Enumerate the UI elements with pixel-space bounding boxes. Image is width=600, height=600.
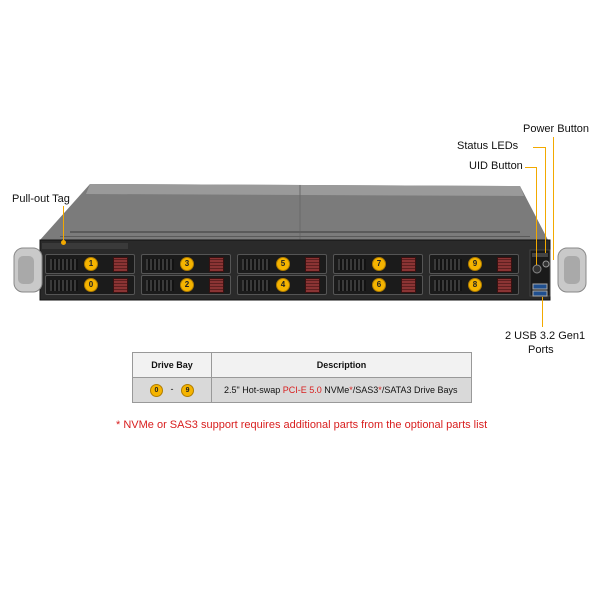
desc-star-2: * xyxy=(378,385,382,395)
bay-number-badge: 8 xyxy=(468,278,482,292)
usb-ports-label-line1: 2 USB 3.2 Gen1 xyxy=(505,330,586,342)
usb-port-1 xyxy=(532,283,548,290)
power-button-leader xyxy=(553,137,554,260)
description-cell: 2.5" Hot-swap PCI-E 5.0 NVMe*/SAS3*/SATA… xyxy=(211,377,472,403)
usb-ports-leader xyxy=(542,297,543,327)
status-leds-leader-h xyxy=(533,147,546,148)
usb-port-2 xyxy=(532,290,548,297)
bay-range-separator: - xyxy=(170,384,174,395)
bay-number-badge: 6 xyxy=(372,278,386,292)
bay-range-start-badge: 0 xyxy=(149,383,163,397)
bay-range-end-badge: 9 xyxy=(181,383,195,397)
header-description: Description xyxy=(211,352,472,378)
drive-bay-2[interactable]: 2 xyxy=(141,275,231,295)
status-leds-label: Status LEDs xyxy=(457,140,519,152)
drive-bay-4[interactable]: 4 xyxy=(237,275,327,295)
bay-number-badge: 5 xyxy=(276,257,290,271)
power-button-label: Power Button xyxy=(523,123,590,135)
drive-bay-9[interactable]: 9 xyxy=(429,254,519,274)
pull-out-tag-dot xyxy=(61,240,66,245)
chassis-top-cover xyxy=(40,184,548,240)
pull-out-tag-label: Pull-out Tag xyxy=(12,193,70,205)
power-button-shape xyxy=(542,260,550,268)
drive-bay-8[interactable]: 8 xyxy=(429,275,519,295)
drive-bay-0[interactable]: 0 xyxy=(45,275,135,295)
bay-range-cell: 0 - 9 xyxy=(132,377,212,403)
uid-button-leader-h xyxy=(525,167,536,168)
bay-number-badge: 2 xyxy=(180,278,194,292)
desc-suffix: /SATA3 Drive Bays xyxy=(381,385,458,395)
desc-sas: /SAS3 xyxy=(352,385,379,395)
drive-bay-7[interactable]: 7 xyxy=(333,254,423,274)
bay-number-badge: 9 xyxy=(468,257,482,271)
drive-bay-6[interactable]: 6 xyxy=(333,275,423,295)
drive-bay-1[interactable]: 1 xyxy=(45,254,135,274)
status-leds-leader-v xyxy=(545,147,546,253)
top-vent-holes xyxy=(60,231,530,237)
support-footnote: * NVMe or SAS3 support requires addition… xyxy=(116,419,488,431)
uid-button-shape xyxy=(532,264,542,274)
desc-pcie: PCI-E 5.0 xyxy=(282,385,322,395)
uid-button-leader-v xyxy=(536,167,537,265)
pull-out-tag-leader xyxy=(63,206,64,242)
bay-number-badge: 1 xyxy=(84,257,98,271)
status-led-strip xyxy=(532,253,548,257)
bay-number-badge: 0 xyxy=(84,278,98,292)
desc-star-1: * xyxy=(349,385,353,395)
drive-bay-spec-table: Drive Bay Description 0 - 9 2.5" Hot-swa… xyxy=(132,352,472,403)
bay-number-badge: 7 xyxy=(372,257,386,271)
drive-bay-3[interactable]: 3 xyxy=(141,254,231,274)
uid-button-label: UID Button xyxy=(469,160,523,172)
bay-number-badge: 3 xyxy=(180,257,194,271)
desc-middle: NVMe xyxy=(321,385,350,395)
desc-prefix: 2.5" Hot-swap xyxy=(224,385,283,395)
bay-number-badge: 4 xyxy=(276,278,290,292)
drive-bay-5[interactable]: 5 xyxy=(237,254,327,274)
header-drive-bay: Drive Bay xyxy=(132,352,212,378)
usb-ports-label-line2: Ports xyxy=(528,344,554,356)
